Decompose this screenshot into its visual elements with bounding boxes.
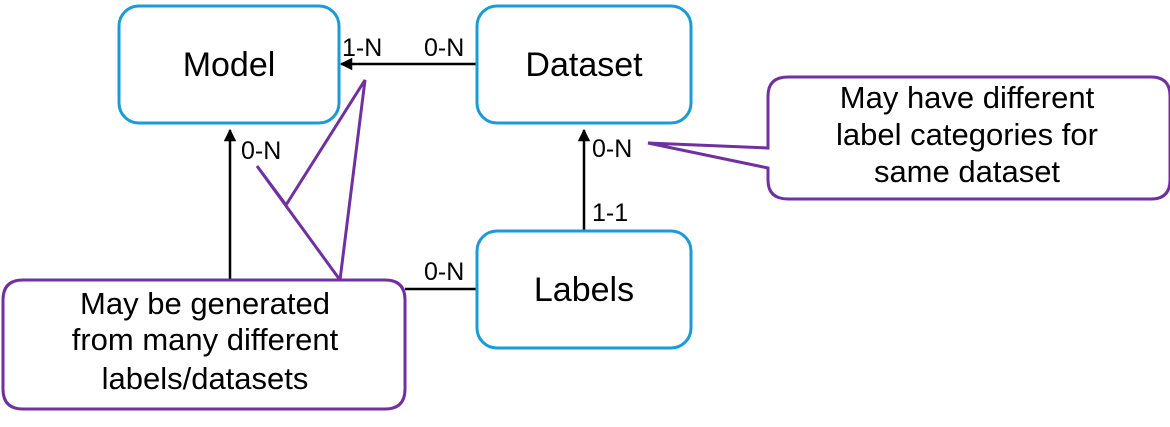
model-entity-label: Model — [183, 46, 276, 84]
model-note-line-3: labels/datasets — [102, 361, 309, 396]
model-entity-box[interactable] — [117, 4, 341, 125]
dataset-note-callout — [647, 75, 1170, 201]
dataset-note-line-1: May have different — [840, 80, 1095, 115]
cardinality-model-dataset-model-side: 1-N — [342, 34, 382, 62]
cardinality-labels-model-model-side: 0-N — [241, 137, 281, 165]
model-note-line-2: from many different — [72, 322, 339, 357]
model-note-callout — [1, 79, 407, 411]
cardinality-labels-model-labels-side: 0-N — [424, 258, 464, 286]
dataset-note-line-3: same dataset — [874, 154, 1060, 189]
labels-entity-label: Labels — [534, 271, 634, 309]
dataset-note-line-2: label categories for — [836, 117, 1098, 152]
labels-entity-box[interactable] — [475, 229, 693, 350]
cardinality-labels-dataset-dataset-side: 0-N — [592, 135, 632, 163]
dataset-entity-label: Dataset — [525, 46, 643, 84]
model-note-line-1: May be generated — [80, 286, 330, 321]
cardinality-model-dataset-dataset-side: 0-N — [424, 34, 464, 62]
dataset-entity-box[interactable] — [475, 4, 693, 125]
cardinality-labels-dataset-labels-side: 1-1 — [592, 199, 628, 227]
